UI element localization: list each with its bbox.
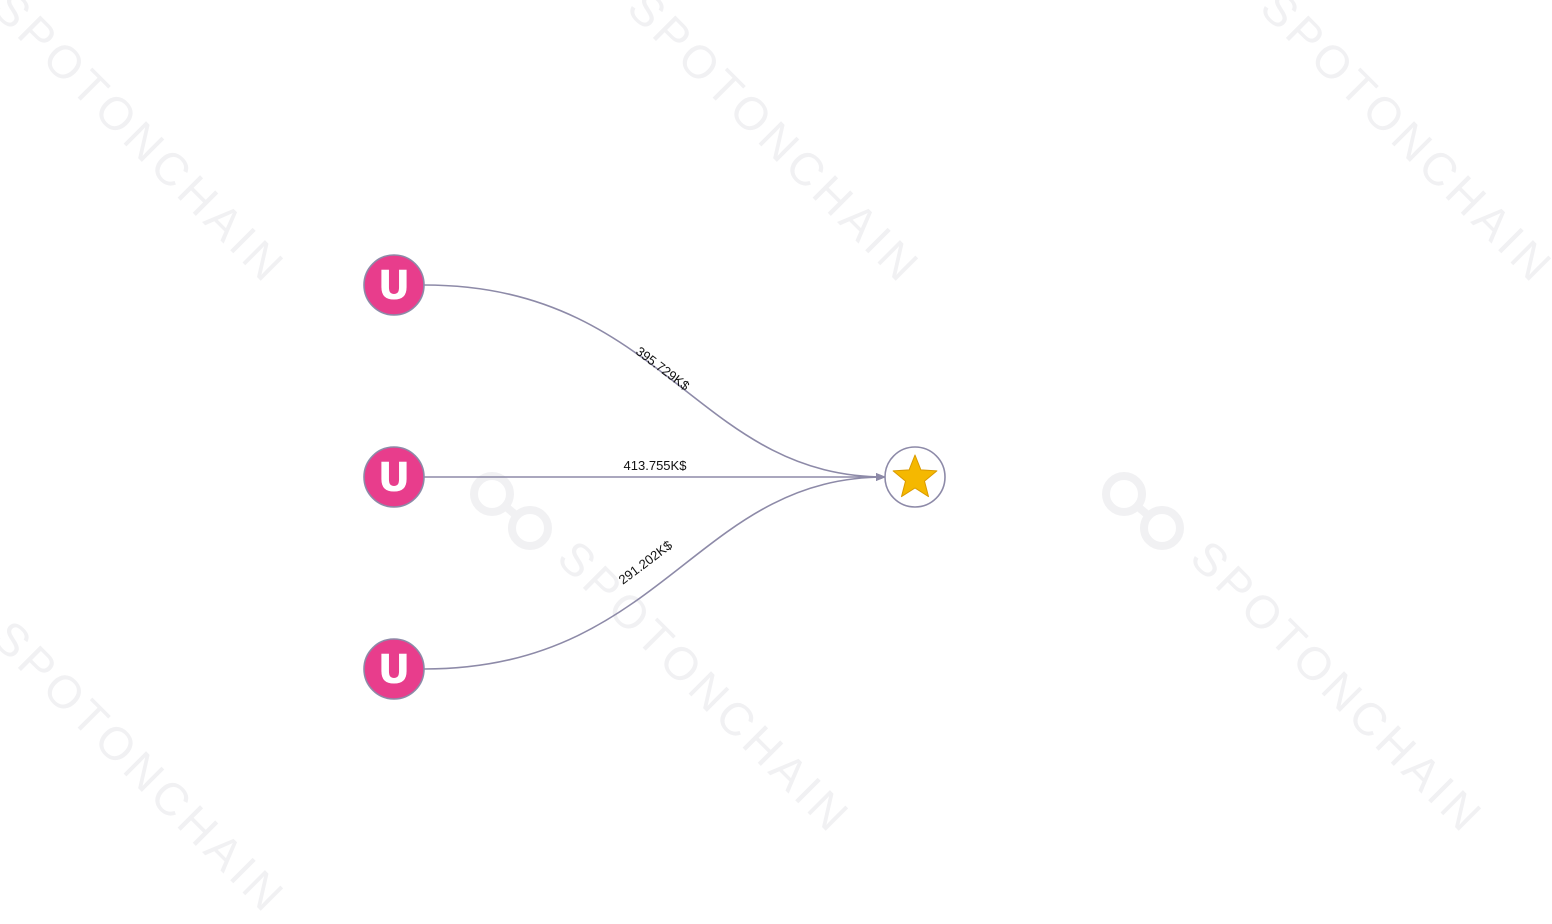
- source-wallet-node[interactable]: U: [363, 254, 425, 316]
- flow-edge[interactable]: [423, 473, 886, 670]
- source-wallet-node[interactable]: U: [363, 446, 425, 508]
- source-wallet-node[interactable]: U: [363, 638, 425, 700]
- watermark-text: SPOTONCHAIN: [0, 0, 297, 294]
- u-token-icon: [363, 638, 425, 700]
- edge-labels-layer: 395.729K$ 413.755K$ 291.202K$: [616, 343, 693, 587]
- edge-amount-label: 413.755K$: [624, 458, 688, 473]
- edges-layer: [423, 284, 886, 670]
- watermark-logo-icon: [470, 472, 552, 550]
- watermark-logo-icon: [1102, 472, 1184, 550]
- flow-edge[interactable]: [423, 284, 886, 481]
- u-token-icon: [363, 254, 425, 316]
- star-icon: [892, 454, 938, 498]
- watermark-text: SPOTONCHAIN: [548, 530, 862, 844]
- edge-amount-label: 291.202K$: [616, 537, 676, 587]
- node-letter: U: [378, 455, 410, 501]
- node-letter: U: [378, 263, 410, 309]
- watermark-text: SPOTONCHAIN: [1181, 530, 1495, 844]
- nodes-layer: U U U: [363, 254, 946, 700]
- u-token-icon: [363, 446, 425, 508]
- watermark-text: SPOTONCHAIN: [1251, 0, 1552, 294]
- target-wallet-node[interactable]: [884, 446, 946, 508]
- edge-amount-label: 395.729K$: [633, 343, 693, 393]
- watermark-text: SPOTONCHAIN: [618, 0, 932, 294]
- watermark-text: SPOTONCHAIN: [0, 610, 297, 924]
- node-letter: U: [378, 647, 410, 693]
